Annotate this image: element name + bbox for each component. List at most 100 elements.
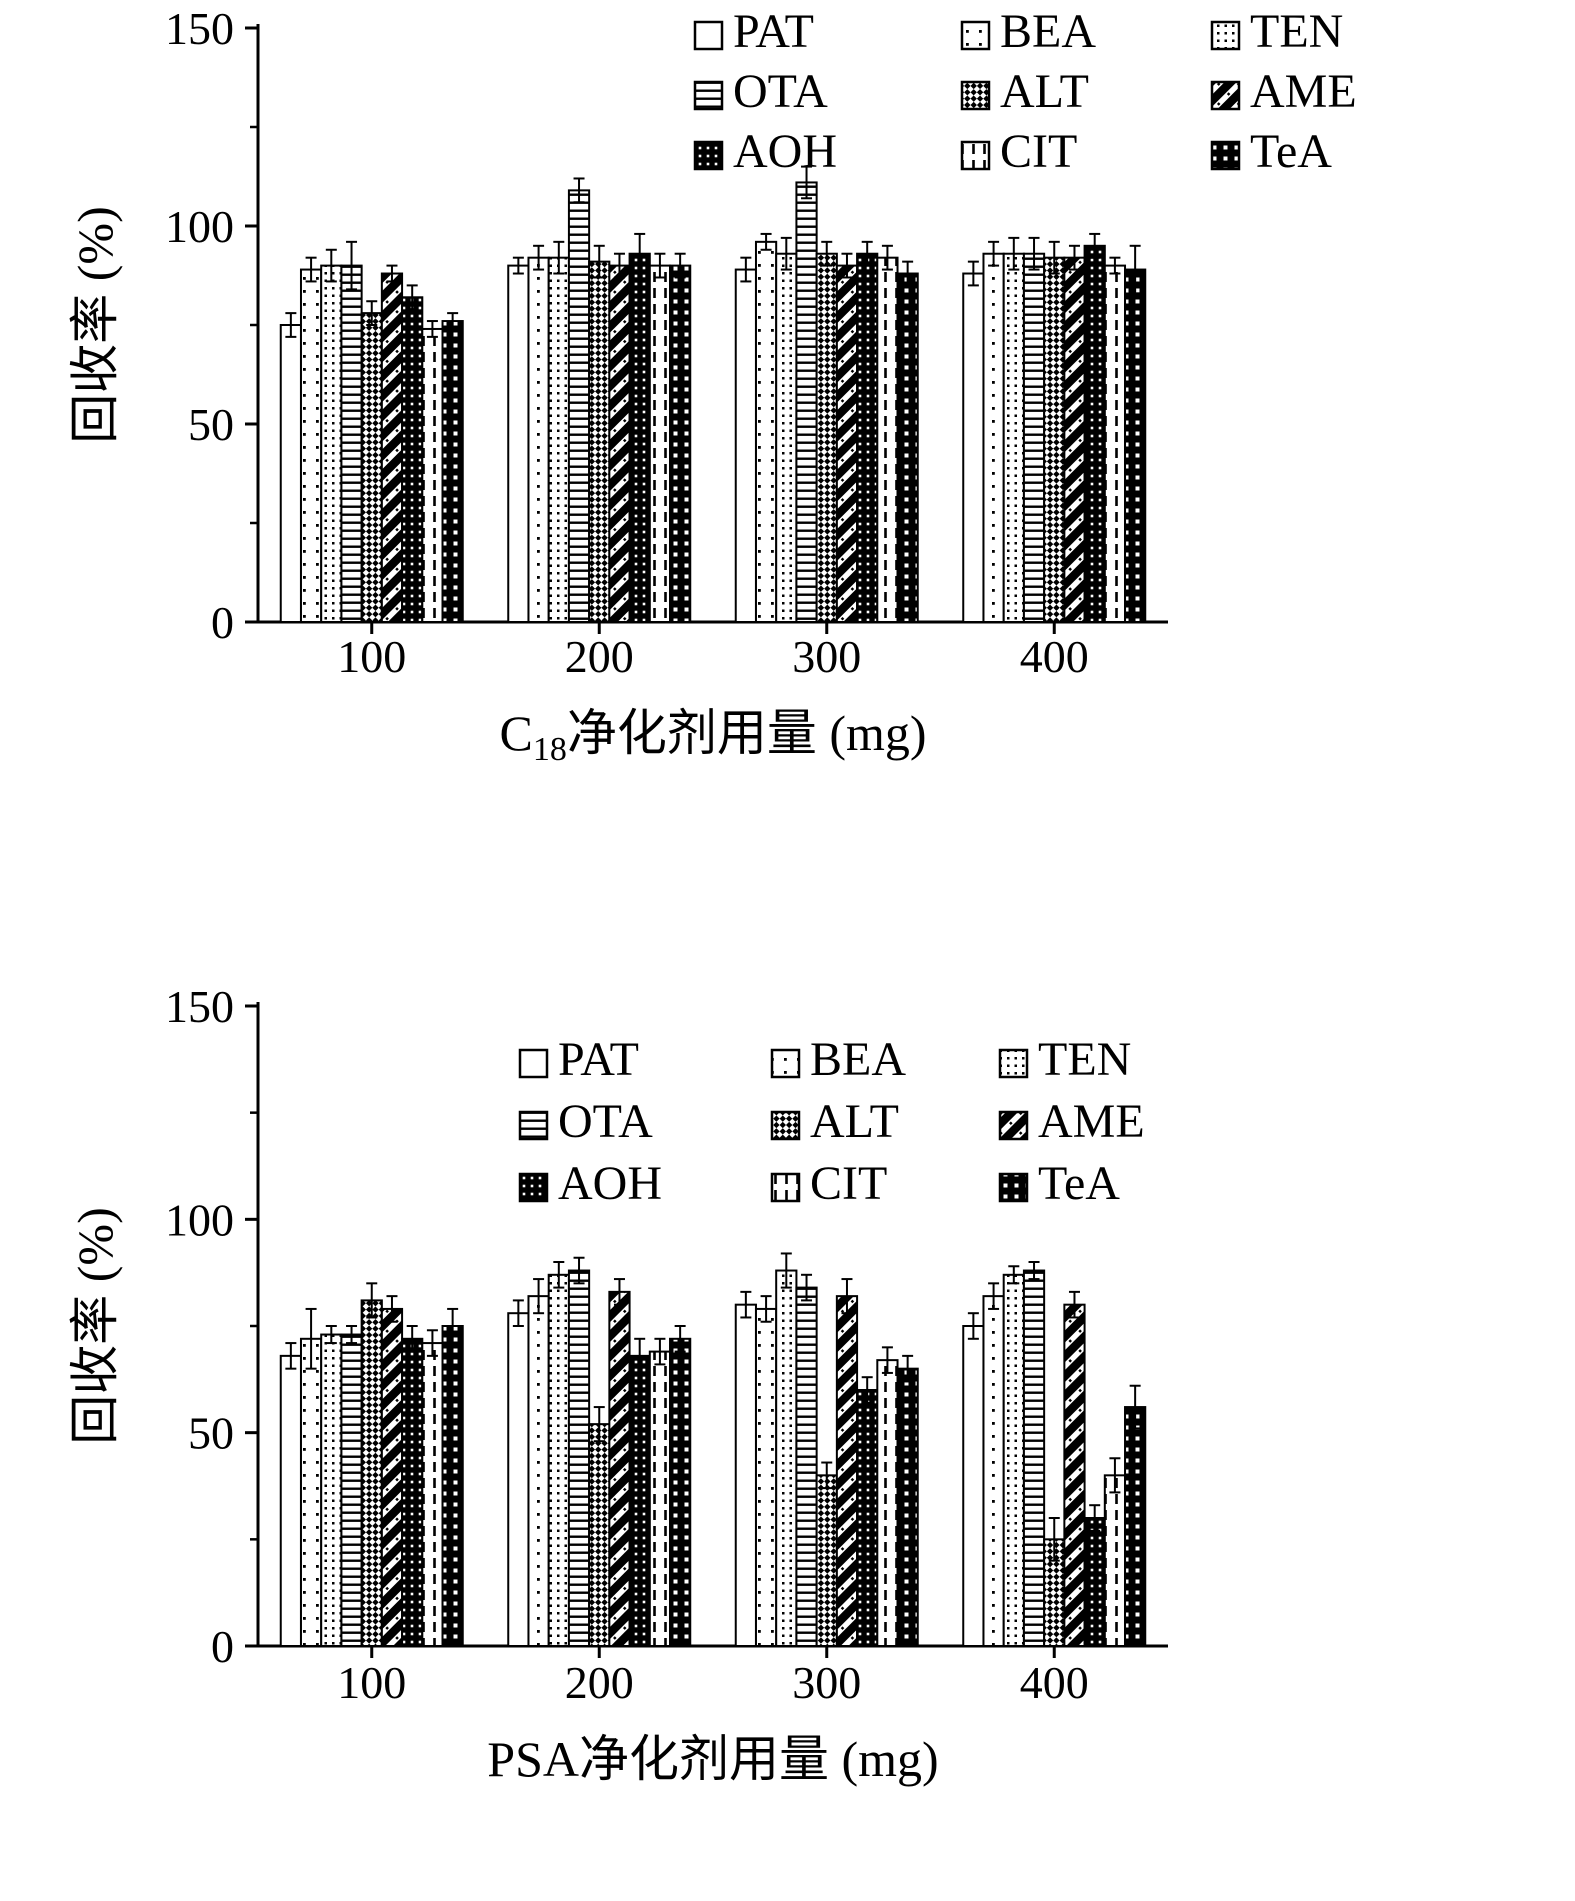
bar-ALT-300 xyxy=(815,1474,838,1647)
bar-PAT-100 xyxy=(279,324,302,623)
y-tick-label: 100 xyxy=(165,201,234,252)
bar-AOH-200 xyxy=(628,1354,651,1647)
bar-BEA-300 xyxy=(754,240,778,623)
legend-swatch-ALT xyxy=(770,1110,801,1141)
bar-CIT-400 xyxy=(1103,264,1127,623)
bar-ALT-300 xyxy=(815,252,838,623)
bar-OTA-400 xyxy=(1022,252,1046,623)
x-tick-label: 100 xyxy=(337,1657,406,1708)
legend-label-AME: AME xyxy=(1250,65,1357,118)
bar-TeA-100 xyxy=(441,1325,464,1647)
legend-label-TeA: TeA xyxy=(1250,125,1332,178)
bar-CIT-100 xyxy=(421,1342,444,1647)
bar-CIT-100 xyxy=(421,327,444,623)
legend-item-TEN: TEN xyxy=(1210,5,1343,58)
y-axis-title: 回收率 (%) xyxy=(67,1207,123,1444)
legend-item-PAT: PAT xyxy=(518,1033,639,1086)
legend-item-CIT: CIT xyxy=(770,1157,887,1210)
legend-swatch-CIT xyxy=(960,140,991,171)
legend-swatch-AME xyxy=(998,1110,1029,1141)
bar-CIT-400 xyxy=(1103,1474,1127,1647)
bar-OTA-300 xyxy=(795,1286,818,1647)
legend-swatch-CIT xyxy=(770,1172,801,1203)
bar-AOH-400 xyxy=(1083,1517,1106,1647)
bar-OTA-100 xyxy=(340,264,363,623)
y-tick-label: 50 xyxy=(188,399,234,450)
x-tick-label: 400 xyxy=(1020,1657,1089,1708)
legend-label-PAT: PAT xyxy=(558,1033,639,1086)
legend-swatch-TEN xyxy=(998,1048,1029,1079)
bar-ALT-200 xyxy=(588,1423,611,1647)
bar-AME-300 xyxy=(835,1295,859,1647)
bar-BEA-100 xyxy=(299,1337,323,1647)
bar-OTA-200 xyxy=(567,189,591,624)
legend-item-CIT: CIT xyxy=(960,125,1077,178)
legend-label-TEN: TEN xyxy=(1250,5,1343,58)
bar-AOH-100 xyxy=(401,296,424,623)
y-tick-label: 0 xyxy=(211,597,234,648)
legend-item-ALT: ALT xyxy=(960,65,1089,118)
bar-AOH-100 xyxy=(401,1337,424,1647)
legend-item-OTA: OTA xyxy=(693,65,828,118)
bar-AOH-400 xyxy=(1083,244,1106,624)
legend-swatch-OTA xyxy=(693,80,724,111)
bar-ALT-400 xyxy=(1043,256,1066,623)
legend-label-TEN: TEN xyxy=(1038,1033,1131,1086)
bar-TEN-100 xyxy=(320,264,343,623)
legend-label-AOH: AOH xyxy=(558,1157,662,1210)
bar-PAT-400 xyxy=(962,1325,985,1647)
bar-TEN-300 xyxy=(775,252,798,623)
bar-AME-200 xyxy=(608,1290,631,1647)
bar-TEN-200 xyxy=(547,256,570,623)
bars xyxy=(279,1252,1147,1648)
legend-swatch-TeA xyxy=(998,1172,1029,1203)
bar-AME-200 xyxy=(608,264,631,623)
legend-item-ALT: ALT xyxy=(770,1095,899,1148)
legend-label-BEA: BEA xyxy=(810,1033,906,1086)
legend-item-TeA: TeA xyxy=(998,1157,1120,1210)
bar-AME-100 xyxy=(380,1307,404,1647)
bar-OTA-200 xyxy=(567,1269,591,1647)
y-tick-label: 0 xyxy=(211,1621,234,1672)
legend-swatch-OTA xyxy=(518,1110,549,1141)
bar-CIT-300 xyxy=(876,256,899,623)
y-tick-label: 50 xyxy=(188,1408,234,1459)
legend-label-ALT: ALT xyxy=(810,1095,899,1148)
bar-TeA-400 xyxy=(1124,268,1147,623)
legend-label-AOH: AOH xyxy=(733,125,837,178)
bar-AME-400 xyxy=(1063,1303,1086,1647)
x-tick-label: 300 xyxy=(792,631,861,682)
bar-PAT-200 xyxy=(507,1312,530,1647)
x-tick-label: 100 xyxy=(337,631,406,682)
y-tick-label: 150 xyxy=(165,981,234,1032)
bar-TeA-200 xyxy=(669,264,692,623)
legend-swatch-AME xyxy=(1210,80,1241,111)
legend-item-TeA: TeA xyxy=(1210,125,1332,178)
bar-AOH-300 xyxy=(856,252,879,623)
bar-CIT-200 xyxy=(648,1350,672,1647)
bar-PAT-400 xyxy=(962,272,985,623)
legend-swatch-PAT xyxy=(518,1048,549,1079)
bar-BEA-200 xyxy=(527,1295,550,1647)
bar-BEA-300 xyxy=(754,1307,778,1647)
bars xyxy=(279,165,1147,624)
legend-swatch-ALT xyxy=(960,80,991,111)
legend-item-PAT: PAT xyxy=(693,5,814,58)
bar-TeA-300 xyxy=(896,1367,919,1647)
bar-OTA-100 xyxy=(340,1333,363,1647)
bar-TEN-400 xyxy=(1002,1273,1025,1647)
bar-OTA-400 xyxy=(1022,1269,1046,1647)
bar-BEA-200 xyxy=(527,256,550,623)
bar-TEN-100 xyxy=(320,1333,343,1647)
legend-item-BEA: BEA xyxy=(770,1033,906,1086)
bar-TEN-300 xyxy=(775,1269,798,1647)
legend-swatch-BEA xyxy=(960,20,991,51)
legend-swatch-AOH xyxy=(518,1172,549,1203)
bar-TEN-400 xyxy=(1002,252,1025,623)
